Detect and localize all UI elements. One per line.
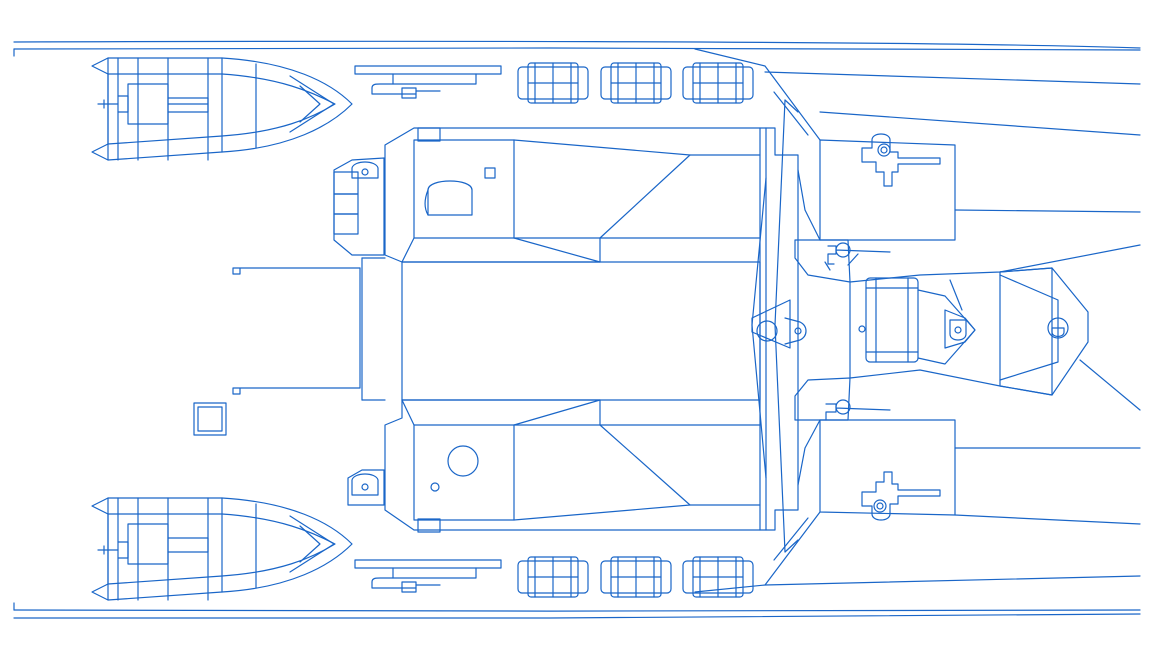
side-gun-top	[795, 240, 890, 282]
aft-pod-bottom	[348, 470, 384, 505]
life-raft-group-top	[518, 63, 753, 103]
superstructure-outline-bottom	[695, 512, 820, 592]
deckhouse-upper-block	[414, 140, 514, 238]
central-deck	[402, 262, 760, 400]
midline-divider-top	[774, 92, 808, 135]
life-raft-canister	[683, 557, 753, 597]
midline-divider-bottom	[774, 518, 808, 560]
forward-deck-lines	[765, 72, 1140, 585]
anchor-fitting-icon	[950, 320, 966, 340]
superstructure	[695, 49, 820, 592]
gun-platform-bottom	[820, 420, 955, 520]
life-raft-canister	[518, 63, 588, 103]
forecastle	[850, 268, 1088, 395]
gun-mount-icon	[826, 404, 890, 420]
mast-base-circle	[757, 321, 777, 341]
aft-pod-top	[334, 158, 384, 255]
life-raft-canister	[601, 63, 671, 103]
deckhouse-lower-slope	[514, 425, 690, 520]
stern-well	[194, 258, 385, 435]
anchor-chain-pipe	[1048, 318, 1068, 338]
deck-hatch-square	[194, 403, 226, 435]
gun-mount-icon	[862, 134, 940, 186]
deckhouse-upper-slope	[514, 140, 690, 238]
hull-edge-top-inner	[14, 48, 1140, 50]
deckhouse-outline	[385, 128, 798, 530]
gun-platform-top	[820, 134, 955, 240]
davit-top	[355, 66, 501, 98]
side-gun-bottom	[795, 378, 890, 420]
hull-edge-bottom	[14, 610, 1140, 611]
outboard-motor-icon	[98, 96, 128, 112]
hatch-round-large	[448, 446, 478, 476]
davit-bottom	[355, 560, 501, 592]
gun-mount-icon	[828, 246, 890, 264]
hull-edge-bottom-inner	[14, 614, 1140, 618]
winch-drum	[866, 278, 918, 362]
deckhouse-lower-block	[414, 425, 514, 520]
hull-edge-top	[14, 41, 1140, 48]
life-raft-group-bottom	[518, 557, 753, 597]
stern-well-outline	[233, 268, 360, 274]
hatch-round-small	[431, 483, 439, 491]
outboard-motor-icon	[98, 542, 128, 558]
inflatable-boat-bottom	[92, 498, 352, 600]
inflatable-boat-top	[92, 58, 352, 160]
gun-mount-icon	[862, 472, 940, 520]
life-raft-canister	[683, 63, 753, 103]
deckhouse	[385, 128, 798, 532]
life-raft-canister	[518, 557, 588, 597]
vent-square	[485, 168, 495, 178]
life-raft-canister	[601, 557, 671, 597]
hatch-dome	[428, 181, 472, 215]
superstructure-outline-top	[695, 49, 820, 140]
mast-structure	[752, 100, 820, 552]
